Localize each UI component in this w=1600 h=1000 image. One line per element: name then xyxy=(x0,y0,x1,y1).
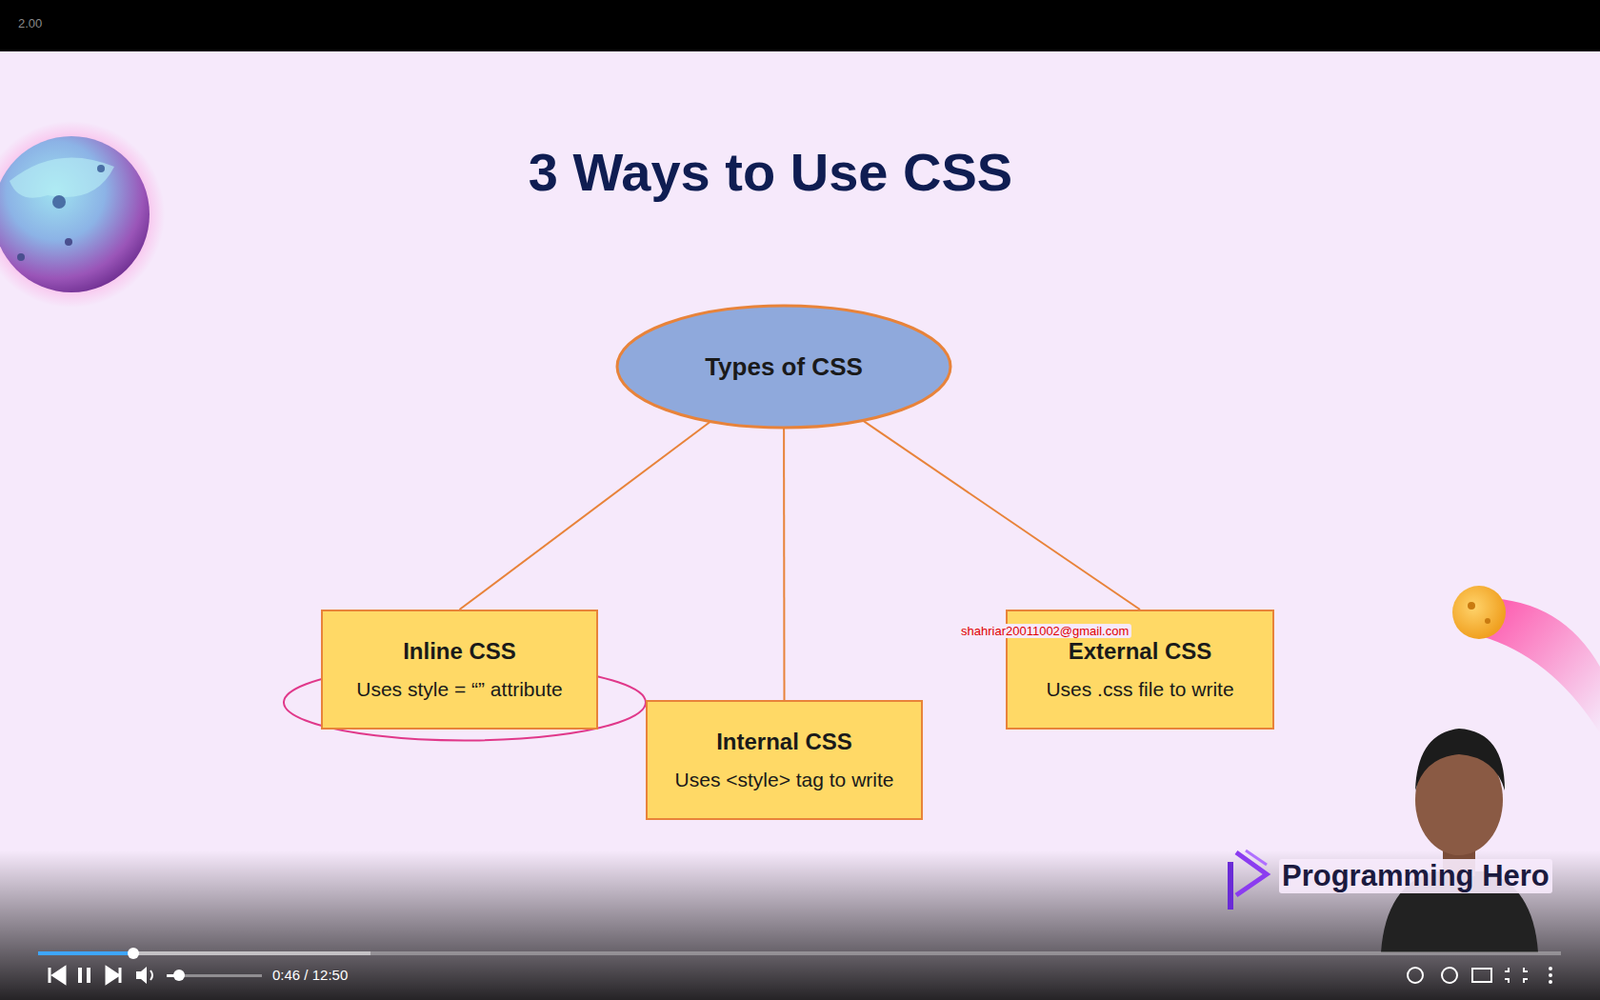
logo-stroke xyxy=(1236,852,1267,896)
planet-crater xyxy=(52,195,66,209)
next-icon xyxy=(106,967,120,983)
time-display: 0:46 / 12:50 xyxy=(272,966,348,983)
volume-icon xyxy=(136,966,147,984)
logo-stroke xyxy=(1245,850,1267,865)
connector-line xyxy=(862,420,1140,610)
comet xyxy=(1452,585,1506,640)
pause-icon xyxy=(78,967,82,983)
slide-title: 3 Ways to Use CSS xyxy=(0,140,1541,203)
progress-knob xyxy=(127,947,140,960)
node-heading: External CSS xyxy=(1068,638,1213,665)
connector-line xyxy=(782,427,785,700)
planet-glow xyxy=(0,120,165,308)
node-description: Uses .css file to write xyxy=(1045,678,1234,701)
logo-text: Programming Hero xyxy=(1279,859,1553,894)
node-description: Uses <style> tag to write xyxy=(675,768,895,792)
planet-crater xyxy=(17,253,25,261)
progress-buffer xyxy=(38,951,371,956)
theater-icon xyxy=(1472,968,1492,982)
top-bar xyxy=(0,0,1600,52)
rewind-icon xyxy=(1407,967,1423,983)
volume-knob xyxy=(173,969,185,981)
progress-track xyxy=(38,951,1561,956)
menu-icon xyxy=(1548,980,1553,984)
menu-icon xyxy=(1548,973,1553,978)
prev-icon xyxy=(49,967,65,983)
node-heading: Types of CSS xyxy=(704,352,863,382)
node-heading: Inline CSS xyxy=(402,638,517,665)
fullscreen-icon xyxy=(1504,967,1528,983)
progress-played xyxy=(38,951,134,956)
comet-spot xyxy=(1484,618,1491,624)
player-controls xyxy=(38,947,1561,984)
menu-icon xyxy=(1548,966,1553,971)
category-ellipse: Types of CSS xyxy=(615,303,953,430)
volume-icon xyxy=(150,970,153,980)
type-box: Internal CSS Uses <style> tag to write xyxy=(645,700,923,820)
type-box: Inline CSS Uses style = “” attribute xyxy=(320,609,599,730)
node-heading: Internal CSS xyxy=(716,728,853,756)
pause-icon xyxy=(86,967,91,983)
logo-stroke xyxy=(1227,861,1234,910)
forward-icon xyxy=(1441,967,1458,983)
comet-spot xyxy=(1467,601,1476,610)
ellipse-shape xyxy=(617,305,951,428)
playback-speed: 2.00 xyxy=(18,16,42,31)
presenter-hair xyxy=(1415,728,1505,791)
node-description: Uses style = “” attribute xyxy=(356,678,563,701)
logo-icon xyxy=(1230,850,1267,910)
planet xyxy=(0,136,150,293)
player-shade xyxy=(0,850,1600,1000)
watermark-email: shahriar20011002@gmail.com xyxy=(958,623,1132,639)
planet-band xyxy=(9,157,115,198)
presenter xyxy=(1380,728,1539,953)
planet-crater xyxy=(97,164,105,173)
planet-crater xyxy=(64,238,73,246)
connector-line xyxy=(460,421,712,610)
